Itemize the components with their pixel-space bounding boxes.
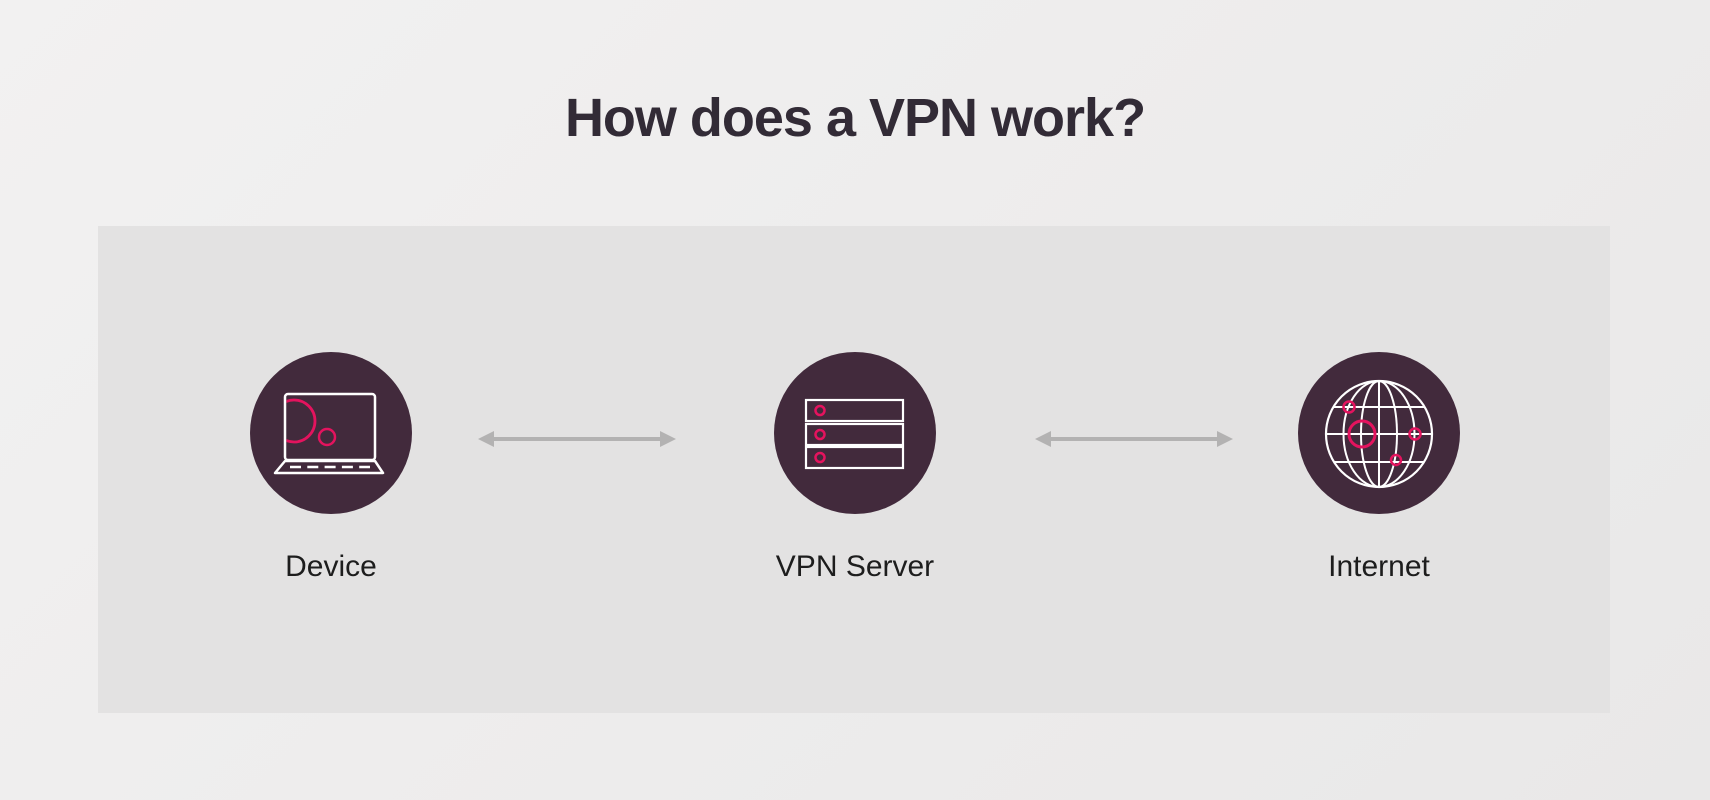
node-label-device: Device — [285, 550, 377, 583]
server-led — [814, 428, 826, 441]
node-label-internet: Internet — [1328, 550, 1430, 583]
globe-node-large — [1347, 419, 1377, 449]
server-unit — [804, 422, 905, 447]
screen-small-dot — [317, 427, 337, 447]
server-led — [814, 404, 826, 417]
node-device: Device — [250, 352, 412, 583]
laptop-icon — [273, 392, 385, 475]
vpn-server-circle — [774, 352, 936, 514]
laptop-screen — [283, 392, 377, 462]
page-title: How does a VPN work? — [564, 88, 1146, 148]
laptop-base — [273, 459, 385, 475]
node-label-vpn-server: VPN Server — [775, 550, 935, 583]
device-circle — [250, 352, 412, 514]
server-led — [814, 451, 826, 464]
node-vpn-server: VPN Server — [774, 352, 936, 583]
globe-node — [1408, 427, 1422, 441]
screen-big-dot — [286, 398, 317, 444]
server-unit — [804, 445, 905, 470]
double-arrow-device-vpn — [478, 431, 676, 447]
node-internet: Internet — [1298, 352, 1460, 583]
server-unit — [804, 398, 905, 423]
internet-circle — [1298, 352, 1460, 514]
double-arrow-vpn-internet — [1035, 431, 1233, 447]
globe-node — [1342, 400, 1356, 414]
globe-node — [1389, 453, 1403, 467]
server-icon — [804, 398, 905, 470]
globe-icon — [1324, 379, 1434, 489]
